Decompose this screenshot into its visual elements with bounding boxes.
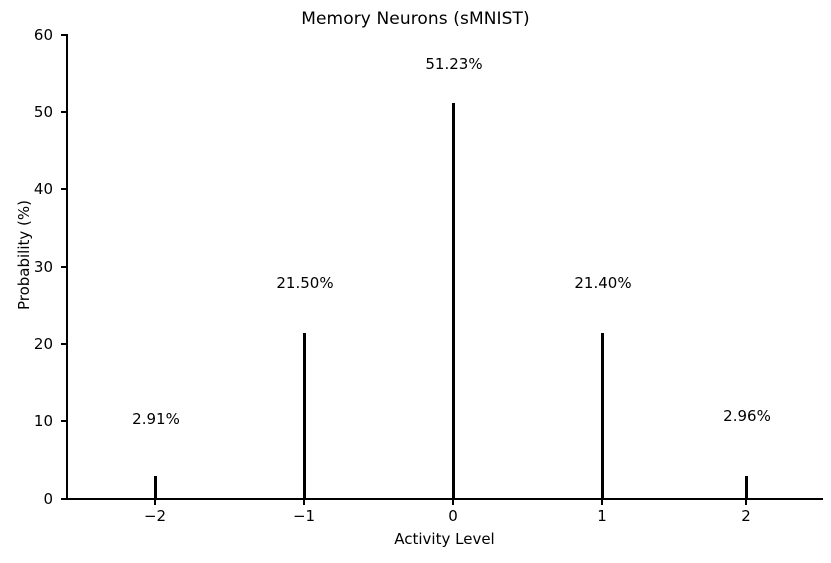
stem-value-label-neg1: 21.50% [276,274,334,292]
y-tick-mark-10 [61,420,66,422]
x-tick-mark-1 [601,500,603,505]
stem-bar-neg2 [154,476,157,499]
stem-bar-1 [601,333,604,499]
x-tick-mark-0 [452,500,454,505]
x-tick-mark-neg2 [154,500,156,505]
stem-bar-neg1 [303,333,306,499]
y-tick-label-60: 60 [33,26,53,44]
y-tick-label-40: 40 [33,180,53,198]
chart-title: Memory Neurons (sMNIST) [301,9,530,29]
y-tick-label-10: 10 [33,412,53,430]
y-tick-label-30: 30 [33,258,53,276]
y-tick-label-0: 0 [43,490,53,508]
stem-value-label-1: 21.40% [574,274,632,292]
x-tick-mark-neg1 [303,500,305,505]
y-axis-spine [66,34,68,500]
x-tick-label-2: 2 [741,507,751,525]
y-tick-mark-50 [61,111,66,113]
y-axis-label: Probability (%) [15,199,33,311]
x-tick-label-0: 0 [448,507,458,525]
y-tick-mark-0 [61,498,66,500]
stem-bar-2 [745,476,748,499]
y-tick-label-50: 50 [33,103,53,121]
x-axis-spine [66,498,823,500]
y-tick-mark-30 [61,266,66,268]
y-tick-label-20: 20 [33,335,53,353]
stem-value-label-neg2: 2.91% [132,410,180,428]
stem-bar-0 [452,103,455,499]
y-tick-mark-60 [61,34,66,36]
y-tick-mark-20 [61,343,66,345]
x-tick-label-neg2: −2 [143,507,167,525]
stem-value-label-2: 2.96% [723,407,771,425]
y-tick-mark-40 [61,188,66,190]
x-axis-label: Activity Level [394,530,495,548]
x-tick-mark-2 [745,500,747,505]
x-tick-label-neg1: −1 [292,507,316,525]
stem-value-label-0: 51.23% [425,55,483,73]
x-tick-label-1: 1 [597,507,607,525]
